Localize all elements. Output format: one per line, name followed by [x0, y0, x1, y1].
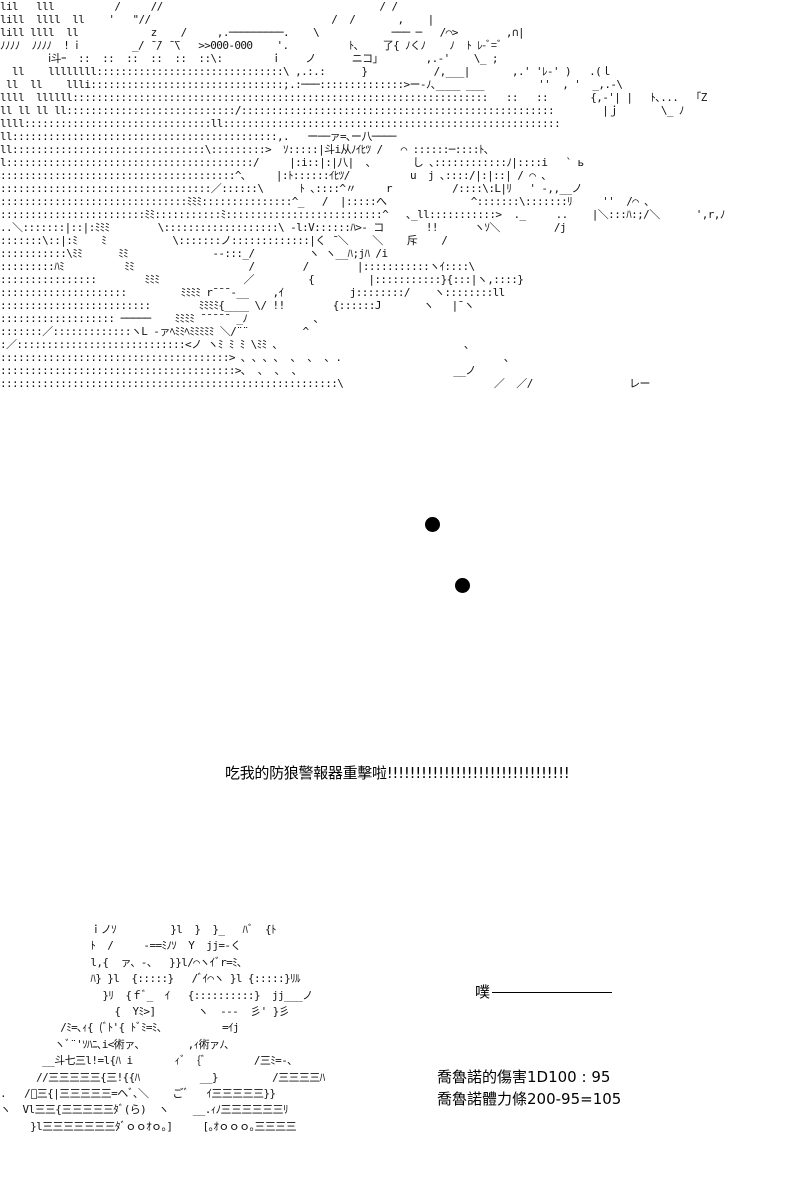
motion-dot — [455, 578, 470, 593]
sound-effect-line — [492, 992, 613, 993]
hp-bar-text: 喬魯諾體力條200-95=105 — [437, 1090, 622, 1108]
ascii-art-character: ｉノｿ }l } }_ ﾊﾞ {ﾄ ﾄ / -==ﾐﾉｿ Y jj=-く l,{… — [0, 923, 325, 1133]
ascii-art-scene: lil lll / // / / lill llll ll ' "// / / … — [0, 0, 725, 390]
motion-dot — [425, 517, 440, 532]
damage-roll-text: 喬魯諾的傷害1D100 : 95 — [437, 1068, 611, 1086]
sound-effect: 噗 — [475, 982, 613, 1002]
dialogue-shout: 吃我的防狼警報器重擊啦!!!!!!!!!!!!!!!!!!!!!!!!!!!!!… — [225, 764, 570, 782]
sound-effect-text: 噗 — [475, 983, 491, 1001]
